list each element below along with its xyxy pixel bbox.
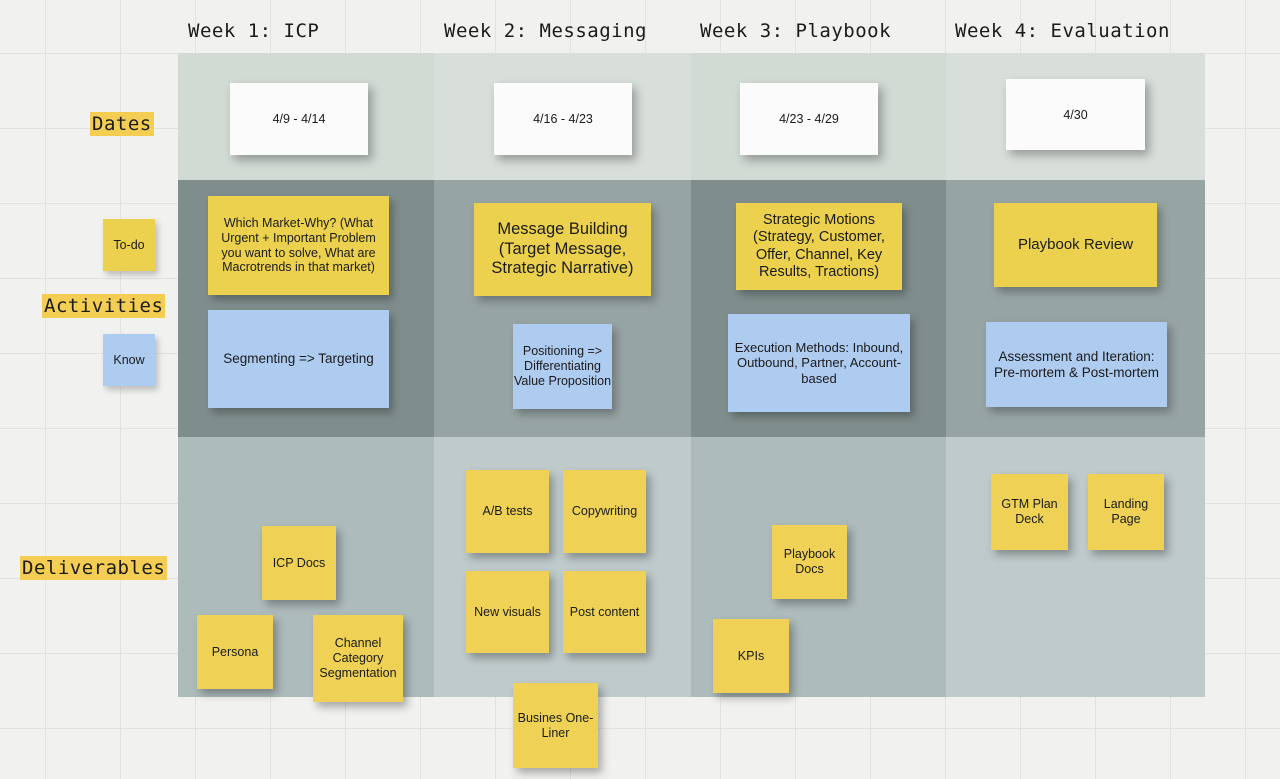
row-label-activities[interactable]: Activities xyxy=(42,294,166,318)
activity-todo-week2[interactable]: Message Building (Target Message, Strate… xyxy=(474,203,651,296)
activity-todo-week4[interactable]: Playbook Review xyxy=(994,203,1157,287)
activity-know-week4[interactable]: Assessment and Iteration: Pre-mortem & P… xyxy=(986,322,1167,407)
deliverable-sticky[interactable]: Channel Category Segmentation xyxy=(313,615,403,702)
deliverable-sticky[interactable]: Post content xyxy=(563,571,646,653)
week-header-1[interactable]: Week 1: ICP xyxy=(188,20,320,42)
row-label-dates[interactable]: Dates xyxy=(90,112,154,136)
deliverable-sticky[interactable]: Landing Page xyxy=(1088,474,1164,550)
activity-know-week2[interactable]: Positioning => Differentiating Value Pro… xyxy=(513,324,612,409)
deliverable-sticky[interactable]: GTM Plan Deck xyxy=(991,474,1068,550)
deliverables-band-week4 xyxy=(946,437,1205,697)
legend-note-todo[interactable]: To-do xyxy=(103,219,155,271)
deliverable-sticky[interactable]: Busines One-Liner xyxy=(513,683,598,768)
week-header-3[interactable]: Week 3: Playbook xyxy=(700,20,892,42)
deliverable-sticky[interactable]: Copywriting xyxy=(563,470,646,553)
deliverable-sticky[interactable]: Persona xyxy=(197,615,273,689)
week-header-4[interactable]: Week 4: Evaluation xyxy=(955,20,1170,42)
activity-know-week3[interactable]: Execution Methods: Inbound, Outbound, Pa… xyxy=(728,314,910,412)
deliverable-sticky[interactable]: A/B tests xyxy=(466,470,549,553)
row-label-deliverables[interactable]: Deliverables xyxy=(20,556,168,580)
activity-know-week1[interactable]: Segmenting => Targeting xyxy=(208,310,389,408)
deliverable-sticky[interactable]: ICP Docs xyxy=(262,526,336,600)
legend-note-know[interactable]: Know xyxy=(103,334,155,386)
activity-todo-week3[interactable]: Strategic Motions (Strategy, Customer, O… xyxy=(736,203,902,290)
date-card-week4[interactable]: 4/30 xyxy=(1006,79,1145,150)
activity-todo-week1[interactable]: Which Market-Why? (What Urgent + Importa… xyxy=(208,196,389,295)
date-card-week3[interactable]: 4/23 - 4/29 xyxy=(740,83,878,155)
deliverable-sticky[interactable]: New visuals xyxy=(466,571,549,653)
week-header-2[interactable]: Week 2: Messaging xyxy=(444,20,647,42)
date-card-week1[interactable]: 4/9 - 4/14 xyxy=(230,83,368,155)
deliverable-sticky[interactable]: KPIs xyxy=(713,619,789,693)
date-card-week2[interactable]: 4/16 - 4/23 xyxy=(494,83,632,155)
deliverable-sticky[interactable]: Playbook Docs xyxy=(772,525,847,599)
